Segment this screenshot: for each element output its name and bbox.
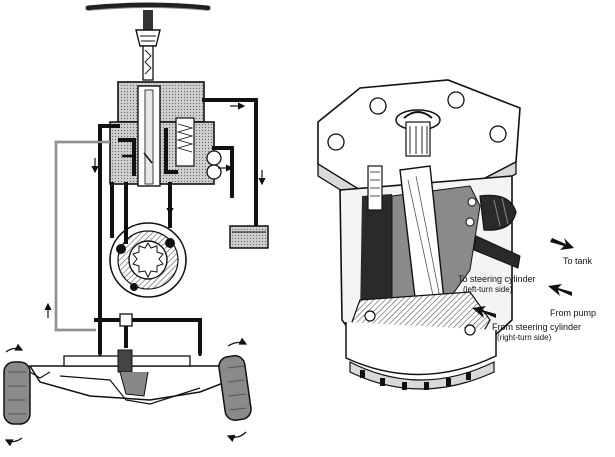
label-to-cylinder-left: To steering cylinder [458,274,536,284]
arrow-from-cyl-right-icon [472,306,496,318]
junction-valve [119,313,133,327]
wheel-turn-arrows [4,337,248,447]
rotation-arrow-icon [403,111,433,119]
flow-arrows [44,102,266,318]
gerotor-metering-unit [109,222,187,298]
arrow-to-tank-icon [550,238,574,250]
port-flow-arrows [472,238,574,318]
label-from-cylinder-right-side: (right-turn side) [497,333,552,342]
bottom-bolts [360,370,471,390]
port-left-cylinder [473,235,521,269]
oil-tank [229,225,269,249]
label-to-tank: To tank [563,256,593,266]
steering-schematic [3,2,269,447]
steering-valve-unit [109,81,222,187]
label-from-cylinder-right: From steering cylinder [492,322,582,332]
steering-wheel [85,2,211,81]
steering-cylinder [63,355,121,367]
arrow-from-pump-icon [548,284,572,296]
wheel-left [3,361,31,425]
wheel-right [218,355,252,421]
steering-unit-cutaway [317,79,521,390]
label-to-cylinder-left-side: (left-turn side) [463,285,513,294]
front-axle-assembly [28,349,238,405]
label-from-pump: From pump [550,308,597,318]
